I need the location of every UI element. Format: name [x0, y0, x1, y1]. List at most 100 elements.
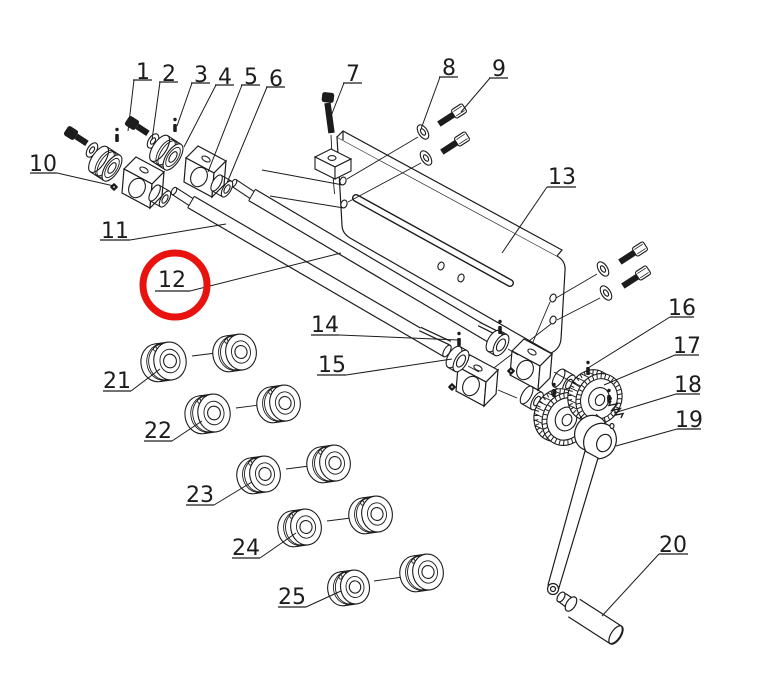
- set-screw-pin: [115, 127, 119, 142]
- bearing-block: [509, 338, 553, 392]
- die-pair: [140, 333, 257, 383]
- bushing: [210, 174, 234, 198]
- plate-face: [336, 135, 566, 354]
- die-left: [184, 393, 231, 435]
- bushing: [148, 184, 172, 208]
- crank-arm-end-hole: [549, 585, 557, 593]
- hex-bolt: [440, 131, 470, 155]
- part-label-14: 14: [311, 313, 459, 341]
- part-label-19: 19: [615, 408, 703, 447]
- die-right: [212, 333, 257, 373]
- svg-text:15: 15: [318, 353, 346, 378]
- socket-bolt: [63, 126, 89, 146]
- die-pair: [277, 495, 393, 548]
- part-label-9: 9: [460, 57, 508, 113]
- die-pair: [236, 444, 351, 495]
- svg-text:24: 24: [232, 536, 260, 561]
- crank-boss-bore: [596, 433, 612, 453]
- plate-slot-inner: [353, 195, 513, 286]
- die-right: [348, 495, 393, 535]
- shaft: [170, 186, 452, 358]
- set-screw-pin: [586, 360, 590, 375]
- die-left: [327, 569, 371, 607]
- upper-roller: [88, 145, 123, 182]
- bracket-hole: [327, 155, 337, 161]
- part-label-13: 13: [501, 165, 576, 254]
- part-label-22: 22: [144, 419, 203, 444]
- part-label-16: 16: [587, 296, 696, 369]
- grub-screw: [507, 367, 515, 375]
- grub-screw: [110, 183, 118, 191]
- set-screw-pin: [457, 331, 461, 346]
- part-label-21: 21: [103, 368, 161, 394]
- part-label-4: 4: [183, 65, 234, 148]
- svg-text:6: 6: [269, 67, 283, 92]
- die-right: [306, 444, 351, 484]
- set-screw-pin: [173, 117, 177, 132]
- part-label-11: 11: [100, 219, 227, 244]
- washer: [416, 124, 430, 140]
- die-left: [277, 508, 322, 548]
- crank-boss-screw-hole: [609, 422, 615, 430]
- crank-arm: [547, 450, 599, 592]
- die-right: [256, 384, 301, 424]
- part-label-5: 5: [207, 65, 260, 173]
- bearing-block: [455, 354, 499, 408]
- hex-bolt: [621, 265, 651, 289]
- part-label-24: 24: [232, 532, 297, 561]
- svg-text:21: 21: [103, 369, 131, 394]
- svg-text:4: 4: [218, 65, 232, 90]
- roller-dies: [140, 333, 444, 607]
- part-label-1: 1: [127, 60, 152, 132]
- bracket-side-face: [334, 158, 352, 180]
- svg-text:13: 13: [548, 165, 576, 190]
- part-label-17: 17: [603, 334, 701, 386]
- handle-grip: [556, 591, 624, 645]
- part-label-6: 6: [226, 67, 285, 184]
- part-label-25: 25: [278, 585, 342, 610]
- part-label-20: 20: [601, 533, 688, 617]
- highlight-circle-part-12: [139, 249, 211, 321]
- svg-text:7: 7: [346, 62, 360, 87]
- svg-text:2: 2: [162, 62, 176, 87]
- svg-text:5: 5: [244, 65, 258, 90]
- svg-text:1: 1: [136, 60, 150, 85]
- die-left: [140, 341, 187, 383]
- svg-text:22: 22: [144, 419, 172, 444]
- svg-text:23: 23: [186, 483, 214, 508]
- svg-text:9: 9: [492, 57, 506, 82]
- die-right: [399, 553, 444, 593]
- part-label-2: 2: [151, 62, 178, 141]
- washer: [599, 285, 613, 301]
- main-plate: [336, 130, 566, 354]
- cap-screw-7: [321, 92, 335, 134]
- shaft-collar: [445, 345, 470, 373]
- clamp-bracket: [313, 92, 353, 195]
- spur-gear: [567, 369, 623, 425]
- hex-bolt: [618, 241, 648, 265]
- die-pair: [184, 384, 301, 435]
- bearing-components: [88, 134, 576, 411]
- bushing: [519, 385, 544, 411]
- part-label-3: 3: [176, 63, 210, 127]
- upper-roller: [149, 134, 184, 171]
- washer: [596, 261, 610, 277]
- shaft-collar: [485, 329, 510, 357]
- part-label-23: 23: [186, 481, 253, 508]
- die-left: [236, 455, 281, 495]
- svg-text:14: 14: [311, 313, 339, 338]
- highlight: [139, 249, 211, 321]
- die-pair: [327, 553, 444, 607]
- set-screw-pin: [552, 382, 556, 397]
- svg-text:8: 8: [442, 56, 456, 81]
- part-label-7: 7: [330, 62, 362, 117]
- part-label-12: 12: [155, 252, 342, 293]
- grub-screw: [448, 383, 456, 391]
- set-screw-pin: [607, 388, 611, 403]
- crank-handle: [546, 414, 624, 645]
- part-label-8: 8: [420, 56, 458, 130]
- plate-top-edge: [336, 130, 563, 257]
- hex-bolt: [437, 103, 467, 127]
- bracket-pilot-line: [332, 175, 335, 195]
